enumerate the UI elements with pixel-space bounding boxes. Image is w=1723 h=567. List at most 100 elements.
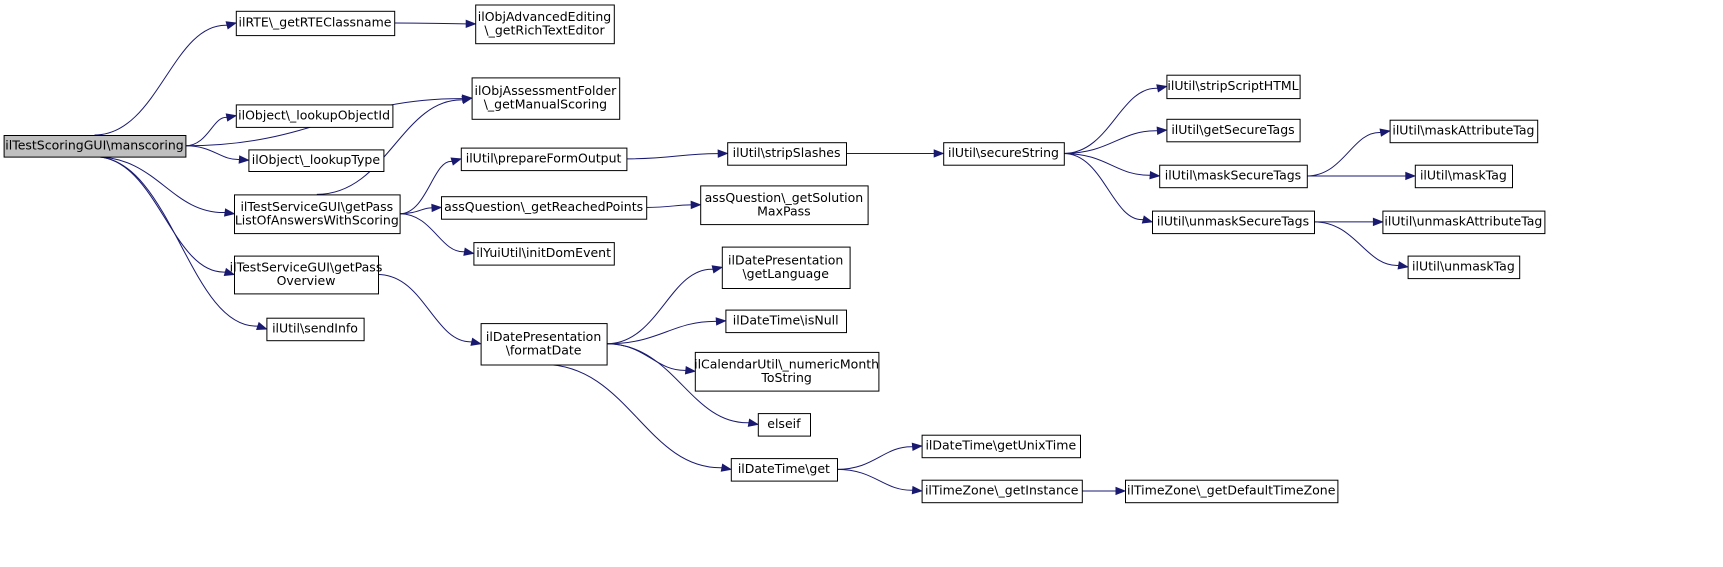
- node-box[interactable]: [721, 246, 851, 290]
- node-stripslashes[interactable]: ilUtil\stripSlashes: [727, 142, 848, 166]
- node-label: ilTestServiceGUI\getPass: [240, 199, 393, 214]
- arrow-head-icon: [1156, 126, 1168, 135]
- node-box[interactable]: [730, 458, 838, 482]
- node-box[interactable]: [1407, 255, 1521, 280]
- node-label: ilUtil\maskSecureTags: [1165, 168, 1301, 183]
- node-box[interactable]: [1389, 119, 1539, 144]
- node-box[interactable]: [725, 309, 848, 334]
- node-formatdate[interactable]: ilDatePresentation\formatDate: [480, 323, 608, 366]
- node-box[interactable]: [471, 77, 621, 120]
- node-box[interactable]: [266, 317, 365, 342]
- node-label: ilUtil\stripScriptHTML: [1167, 78, 1298, 93]
- edge-securestring-to-unmasksecure: [1063, 152, 1154, 224]
- node-label: ilDatePresentation: [486, 329, 601, 344]
- node-unmasktag[interactable]: ilUtil\unmaskTag: [1407, 255, 1521, 280]
- node-getpasslist[interactable]: ilTestServiceGUI\getPassListOfAnswersWit…: [234, 194, 401, 235]
- arrow-head-icon: [463, 247, 475, 256]
- node-box[interactable]: [475, 4, 615, 45]
- node-box[interactable]: [1166, 118, 1301, 143]
- node-maskattr[interactable]: ilUtil\maskAttributeTag: [1389, 119, 1539, 144]
- nodes-layer: ilTestScoringGUI\manscoring ilRTE\_getRTE…: [3, 4, 1546, 504]
- node-box[interactable]: [1125, 479, 1339, 504]
- node-unmaskattr[interactable]: ilUtil\unmaskAttributeTag: [1382, 210, 1546, 235]
- node-box[interactable]: [700, 185, 869, 226]
- node-box[interactable]: [921, 479, 1083, 504]
- node-box[interactable]: [235, 10, 396, 37]
- node-initdom[interactable]: ilYuiUtil\initDomEvent: [473, 242, 615, 266]
- edge-masksecure-to-masktag: [1306, 171, 1417, 181]
- node-unmasksecure[interactable]: ilUtil\unmaskSecureTags: [1152, 210, 1315, 235]
- node-label: ilCalendarUtil\_numericMonth: [694, 356, 879, 371]
- node-label: ilUtil\unmaskTag: [1412, 259, 1515, 274]
- node-box[interactable]: [248, 149, 385, 172]
- arrow-head-icon: [1156, 84, 1168, 93]
- edge-getpassoverview-to-formatdate: [377, 274, 482, 346]
- edge-rte-to-advedit: [394, 19, 477, 29]
- edge-formatdate-to-elseif: [606, 343, 760, 427]
- node-box[interactable]: [441, 196, 648, 220]
- node-box[interactable]: [1159, 164, 1308, 189]
- node-box[interactable]: [727, 142, 848, 166]
- node-stripscript[interactable]: ilUtil\stripScriptHTML: [1166, 74, 1301, 100]
- edge-prepareform-to-stripslashes: [626, 149, 729, 160]
- node-assfolder[interactable]: ilObjAssessmentFolder\_getManualScoring: [471, 77, 621, 120]
- node-isnull[interactable]: ilDateTime\isNull: [725, 309, 848, 334]
- arrow-head-icon: [933, 149, 945, 158]
- node-box[interactable]: [943, 142, 1065, 166]
- node-tzinstance[interactable]: ilTimeZone\_getInstance: [921, 479, 1083, 504]
- node-box[interactable]: [234, 255, 379, 295]
- node-box[interactable]: [235, 104, 394, 128]
- node-label: ilObject\_lookupType: [252, 152, 381, 167]
- node-tzdefault[interactable]: ilTimeZone\_getDefaultTimeZone: [1125, 479, 1339, 504]
- node-label: ilUtil\getSecureTags: [1171, 122, 1294, 137]
- node-lookupid[interactable]: ilObject\_lookupObjectId: [235, 104, 394, 128]
- edge-tzinstance-to-tzdefault: [1081, 486, 1127, 496]
- node-box[interactable]: [473, 242, 615, 266]
- node-getunixtime[interactable]: ilDateTime\getUnixTime: [921, 434, 1081, 459]
- node-box[interactable]: [460, 147, 628, 172]
- edges-layer: [94, 19, 1417, 496]
- node-securestring[interactable]: ilUtil\secureString: [943, 142, 1065, 166]
- edge-line: [1063, 152, 1144, 221]
- edge-line: [316, 99, 463, 195]
- node-root[interactable]: ilTestScoringGUI\manscoring: [3, 135, 187, 158]
- node-box[interactable]: [1414, 164, 1514, 189]
- arrow-head-icon: [1397, 261, 1409, 270]
- node-lookuptype[interactable]: ilObject\_lookupType: [248, 149, 385, 172]
- node-masksecure[interactable]: ilUtil\maskSecureTags: [1159, 164, 1308, 189]
- node-box[interactable]: [3, 135, 187, 158]
- node-getsecuretags[interactable]: ilUtil\getSecureTags: [1166, 118, 1301, 143]
- node-box[interactable]: [234, 194, 401, 235]
- edge-securestring-to-stripscript: [1063, 84, 1168, 154]
- arrow-head-icon: [225, 113, 238, 122]
- node-sendinfo[interactable]: ilUtil\sendInfo: [266, 317, 365, 342]
- node-box[interactable]: [694, 351, 880, 392]
- node-dtget[interactable]: ilDateTime\get: [730, 458, 838, 482]
- node-box[interactable]: [1166, 74, 1301, 100]
- arrow-head-icon: [1405, 171, 1417, 181]
- node-label: ilUtil\unmaskSecureTags: [1157, 214, 1309, 229]
- edge-line: [394, 22, 467, 25]
- node-box[interactable]: [757, 413, 811, 437]
- node-label: ilObjAdvancedEditing: [478, 9, 611, 24]
- node-rte[interactable]: ilRTE\_getRTEClassname: [235, 10, 396, 37]
- edge-stripslashes-to-securestring: [845, 149, 945, 158]
- edge-formatdate-to-isnull: [606, 317, 727, 345]
- node-elseif[interactable]: elseif: [757, 413, 811, 437]
- node-box[interactable]: [1382, 210, 1546, 235]
- node-box[interactable]: [480, 323, 608, 366]
- node-box[interactable]: [921, 434, 1081, 459]
- node-label: ilTestServiceGUI\getPass: [230, 260, 383, 275]
- node-box[interactable]: [1152, 210, 1315, 235]
- node-masktag[interactable]: ilUtil\maskTag: [1414, 164, 1514, 189]
- node-advedit[interactable]: ilObjAdvancedEditing\_getRichTextEditor: [475, 4, 615, 45]
- node-reachedpoints[interactable]: assQuestion\_getReachedPoints: [441, 196, 648, 220]
- node-prepareform[interactable]: ilUtil\prepareFormOutput: [460, 147, 628, 172]
- edge-root-to-getpassoverview: [94, 156, 236, 276]
- node-label: ilUtil\unmaskAttributeTag: [1384, 214, 1542, 229]
- edge-line: [94, 156, 226, 273]
- node-getlanguage[interactable]: ilDatePresentation\getLanguage: [721, 246, 851, 290]
